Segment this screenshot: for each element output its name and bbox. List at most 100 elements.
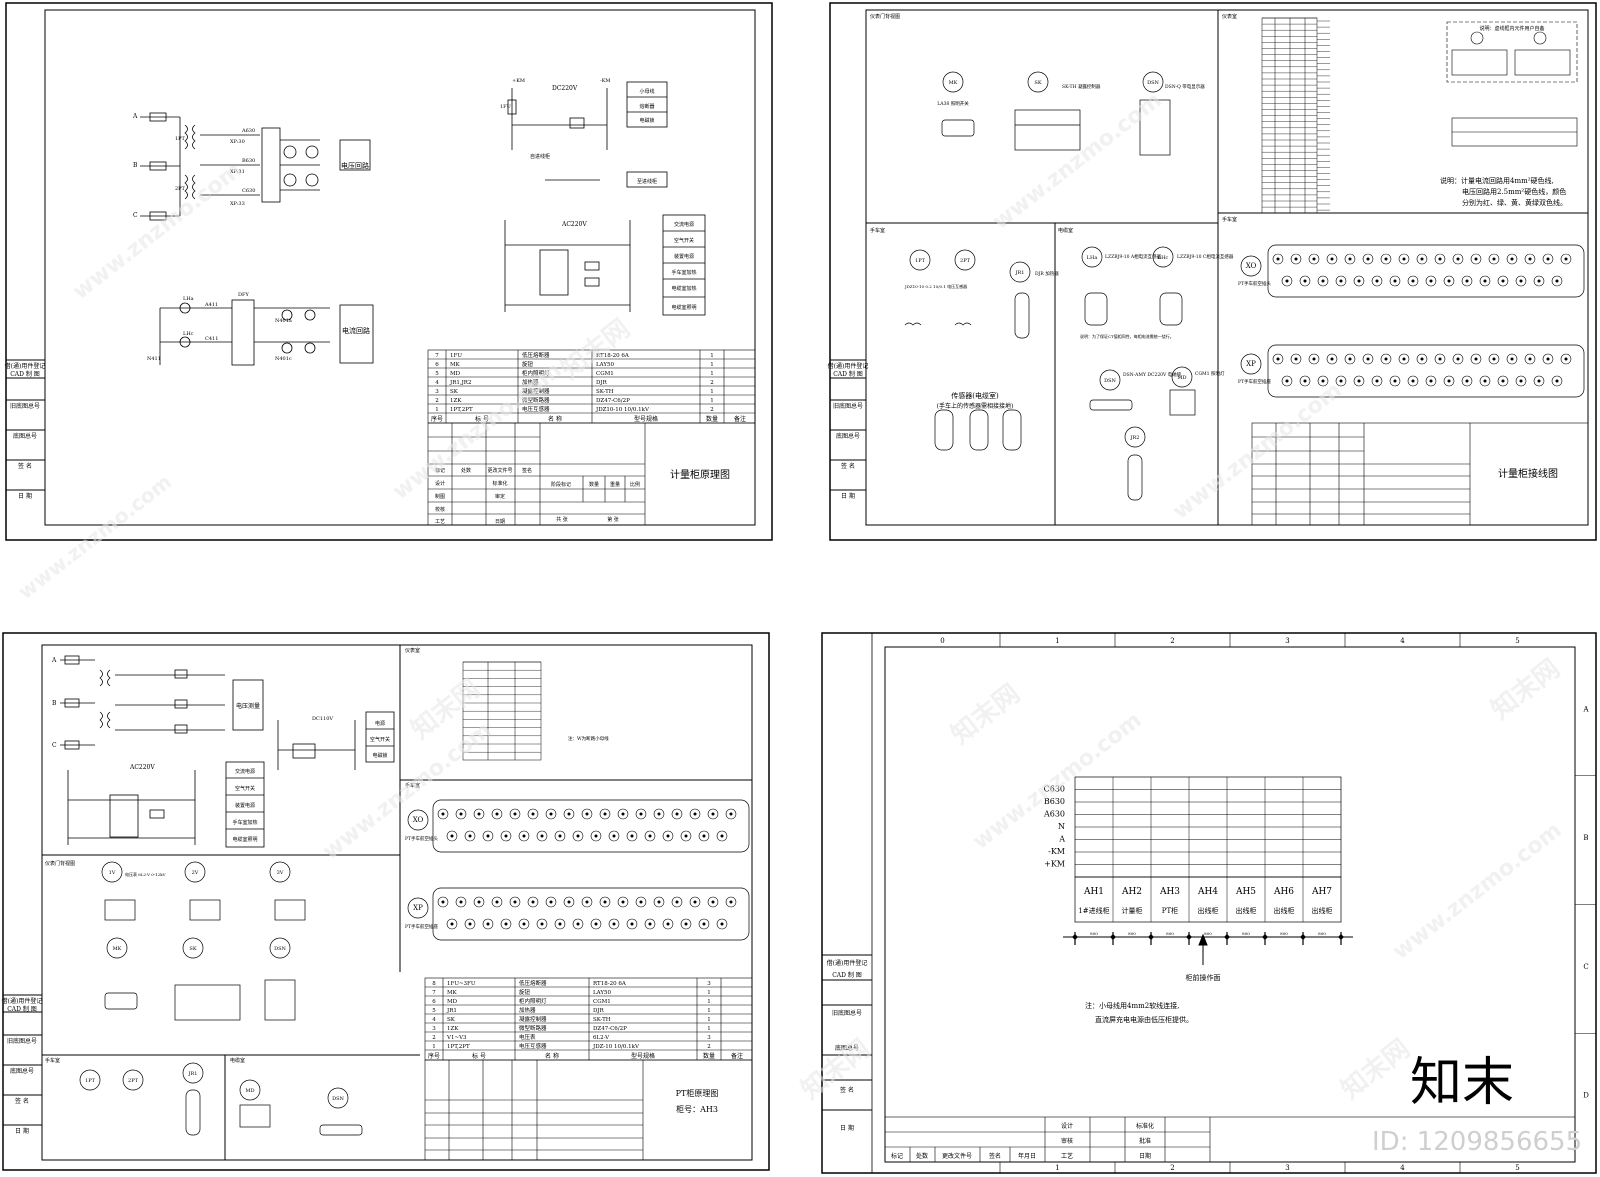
device-name: LZZBJ9-10 C相电流互感器 xyxy=(1177,253,1234,260)
plug-pin xyxy=(554,918,566,930)
plug-pin-center xyxy=(585,812,589,816)
plug-pin xyxy=(545,896,557,908)
sheet2-title-block xyxy=(1251,422,1589,526)
dc-legend-item: 电磁锁 xyxy=(372,752,387,759)
bom-cell: RT18-20 6A xyxy=(596,353,630,359)
front-arrow xyxy=(1198,933,1208,965)
title-block-label: 设计 xyxy=(435,480,445,487)
ac-source: AC220V xyxy=(129,764,155,771)
ct-current-circuit xyxy=(159,299,374,366)
sheet4-title-block xyxy=(884,1116,1576,1163)
plug-pin-center xyxy=(675,812,679,816)
bom-cell: SK-TH xyxy=(593,1017,611,1023)
plug-pin xyxy=(1290,353,1302,365)
side-label: 日 期 xyxy=(840,1124,854,1132)
bom-cell: 电压表 xyxy=(519,1033,536,1041)
plug-pin xyxy=(1515,375,1527,387)
plug-pin-center xyxy=(441,900,445,904)
cabinet-number: AH3 xyxy=(1159,887,1180,897)
km-minus: -KM xyxy=(600,78,611,84)
device-tag: SK xyxy=(189,946,196,952)
bom-header: 序号 xyxy=(431,415,443,423)
plug-pin-center xyxy=(1321,279,1325,283)
dc-source: DC220V xyxy=(552,85,578,92)
plug-pin xyxy=(1281,275,1293,287)
plug-pin xyxy=(1344,253,1356,265)
bom-header: 数量 xyxy=(706,415,718,423)
grid-col-ref: 4 xyxy=(1400,1164,1405,1172)
plug-pin-center xyxy=(522,834,526,838)
grid-col-ref: 3 xyxy=(1285,1164,1289,1172)
title-block-label: 比例 xyxy=(630,481,640,488)
plug-pin-center xyxy=(594,834,598,838)
sheet2-title: 计量柜接线图 xyxy=(1498,467,1558,480)
pt-voltage-measure xyxy=(60,655,264,750)
bom-header: 型号规格 xyxy=(631,1052,655,1060)
plug-pin xyxy=(1443,375,1455,387)
door-devices xyxy=(941,71,1171,156)
section-label: 手车室 xyxy=(45,1057,60,1064)
title-field: 批准 xyxy=(1139,1137,1151,1145)
plug-pin-center xyxy=(729,900,733,904)
dc-legend-item: 电磁锁 xyxy=(639,117,654,124)
plug-pin xyxy=(500,918,512,930)
plug-pin-center xyxy=(1420,257,1424,261)
plug-tag: XO xyxy=(1246,262,1257,270)
plug-pin xyxy=(698,830,710,842)
plug-pin xyxy=(1461,275,1473,287)
plug-pin xyxy=(590,918,602,930)
dim-arrow xyxy=(1338,934,1344,940)
wire-label: XP:33 xyxy=(230,201,245,207)
sensor-title: 传感器(电缆室) xyxy=(951,391,999,400)
plug-pin-center xyxy=(720,922,724,926)
section-label: 手车室 xyxy=(1222,216,1237,223)
plug-pin xyxy=(1416,253,1428,265)
plug-pin xyxy=(437,808,449,820)
plug-pin xyxy=(1452,353,1464,365)
sheet3-side-strip xyxy=(3,994,42,1126)
dc-legend-item: 小母线 xyxy=(639,88,654,95)
phase-label: C xyxy=(133,212,138,219)
plug-pin xyxy=(1362,253,1374,265)
plug-pin-center xyxy=(495,812,499,816)
bom-cell: 1 xyxy=(710,371,714,377)
device-tag: MK xyxy=(113,946,122,952)
sensor-note: (手车上的传感器需相接接地) xyxy=(937,402,1014,410)
plug-pin xyxy=(689,896,701,908)
sheet2-side-strip xyxy=(830,359,866,491)
bom-cell: SK-TH xyxy=(596,389,614,395)
plug-pin-center xyxy=(657,900,661,904)
plug-pin-center xyxy=(459,812,463,816)
bom-cell: 7 xyxy=(432,990,436,996)
bom-cell: 1ZK xyxy=(450,398,462,404)
plug-pin-center xyxy=(450,922,454,926)
plug-pin-center xyxy=(513,900,517,904)
title-block-label: 审定 xyxy=(495,493,505,500)
plug-pin xyxy=(725,808,737,820)
bom-cell: 6 xyxy=(432,999,436,1005)
device-tag: LHc xyxy=(1158,255,1169,261)
ac-legend-item: 装置电源 xyxy=(235,802,255,809)
plug-pin xyxy=(572,918,584,930)
title-block-label: 标准化 xyxy=(492,480,507,487)
meter-name: 电压表 6L2-V 0-12kV xyxy=(125,871,166,877)
bom-cell: 旋钮 xyxy=(519,988,531,996)
plug-pin-center xyxy=(1339,279,1343,283)
cabinet-number: AH2 xyxy=(1121,887,1142,897)
plug-pin-center xyxy=(1510,357,1514,361)
plug-pin-center xyxy=(702,922,706,926)
side-label: CAD 制 图 xyxy=(833,370,863,378)
device-name: JDZ10-10 0.2 10/0.1 电压互感器 xyxy=(904,283,967,289)
plug-pin xyxy=(509,896,521,908)
bom-cell: 微型断路器 xyxy=(522,396,550,404)
grid-col-ref: 2 xyxy=(1170,637,1174,645)
side-label: 签 名 xyxy=(18,462,32,470)
grid-row-ref: C xyxy=(1583,963,1588,971)
side-label: 借(通)用件登记 xyxy=(828,362,869,370)
plug-pin-center xyxy=(1564,257,1568,261)
bom-cell: DJR xyxy=(593,1008,605,1014)
side-label: 旧底图总号 xyxy=(833,402,863,410)
bom-header: 序号 xyxy=(428,1052,440,1060)
plug-pin-center xyxy=(1411,279,1415,283)
